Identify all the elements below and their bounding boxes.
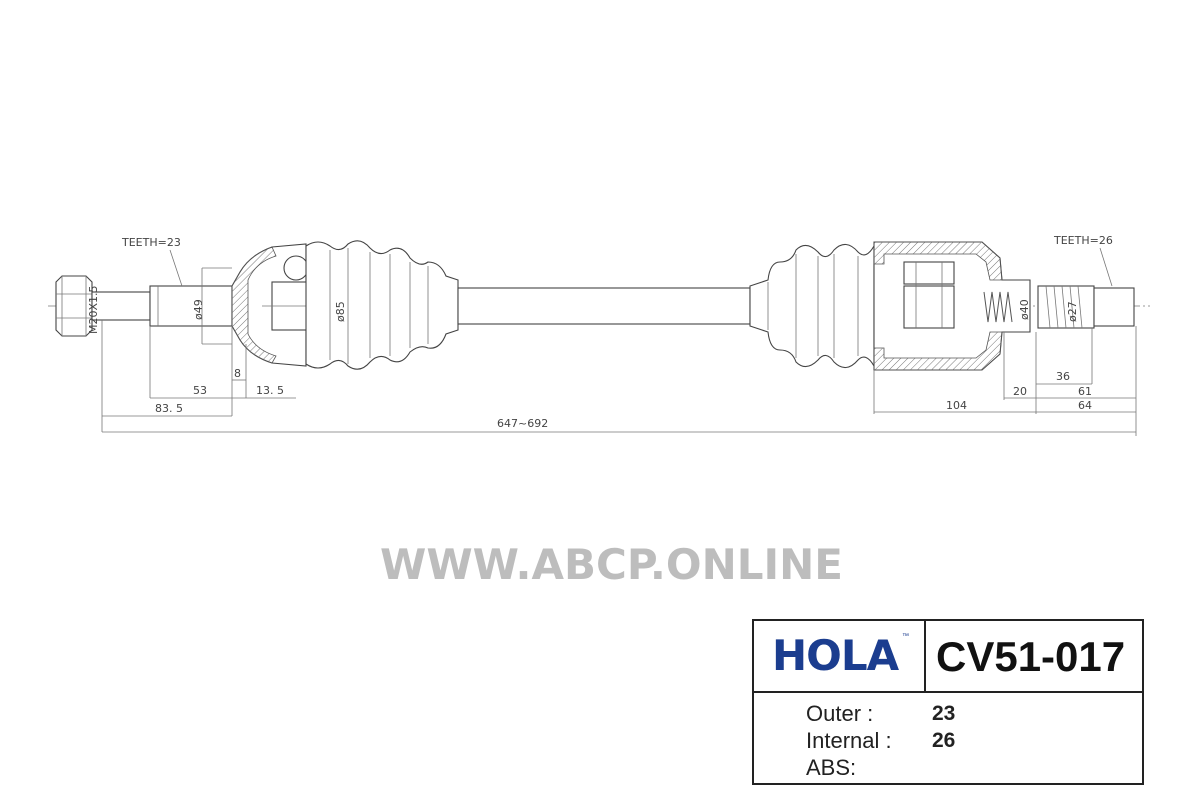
internal-label: Internal : xyxy=(806,728,892,753)
hub-nut xyxy=(55,275,93,337)
brand-logo: HOLA xyxy=(772,631,899,680)
inner-stub-end xyxy=(1093,287,1135,327)
outer-cv-joint xyxy=(55,240,459,370)
tripod-spider xyxy=(903,285,955,329)
dim-total-length: 647~692 xyxy=(497,417,548,430)
dim-61: 61 xyxy=(1078,385,1092,398)
diameter-40: ø40 xyxy=(1018,299,1031,320)
diameter-85: ø85 xyxy=(334,301,347,322)
thread-label: M20X1.5 xyxy=(87,285,100,334)
outer-value: 23 xyxy=(932,702,956,725)
brand-cell: HOLA ™ xyxy=(754,621,926,693)
axle-shaft xyxy=(457,287,751,325)
dim-64: 64 xyxy=(1078,399,1092,412)
outer-boot xyxy=(305,240,459,370)
internal-value: 26 xyxy=(932,729,956,752)
dim-8: 8 xyxy=(234,367,241,380)
inner-spring xyxy=(983,291,1013,323)
inner-boot xyxy=(749,243,875,369)
watermark-text: WWW.ABCP.ONLINE xyxy=(380,540,843,589)
outer-ball xyxy=(283,255,309,281)
threaded-stub xyxy=(91,291,151,321)
outer-label: Outer : xyxy=(806,701,874,726)
part-number-cell: CV51-017 xyxy=(926,621,1142,693)
dimension-lines-right xyxy=(873,328,1136,414)
trademark-mark: ™ xyxy=(902,633,909,640)
cv-axle-drawing: TEETH=23 TEETH=26 M20X1.5 ø49 ø85 ø40 ø2… xyxy=(48,234,1150,436)
part-number: CV51-017 xyxy=(936,633,1126,680)
dim-20: 20 xyxy=(1013,385,1027,398)
part-info-box: HOLA ™ CV51-017 Outer : 23 Internal : 26… xyxy=(752,619,1144,785)
dim-13-5: 13. 5 xyxy=(256,384,284,397)
inner-cv-joint xyxy=(749,241,1135,371)
abs-label: ABS: xyxy=(806,755,857,780)
tripod-roller-top xyxy=(903,261,955,285)
dim-36: 36 xyxy=(1056,370,1070,383)
inner-teeth-label: TEETH=26 xyxy=(1053,234,1113,247)
diameter-49: ø49 xyxy=(192,299,205,320)
diameter-27: ø27 xyxy=(1066,301,1079,322)
dimension-lines-left xyxy=(101,267,296,432)
outer-teeth-label: TEETH=23 xyxy=(121,236,181,249)
dim-53: 53 xyxy=(193,384,207,397)
dim-104: 104 xyxy=(946,399,967,412)
dim-83-5: 83. 5 xyxy=(155,402,183,415)
outer-spline xyxy=(149,285,233,327)
